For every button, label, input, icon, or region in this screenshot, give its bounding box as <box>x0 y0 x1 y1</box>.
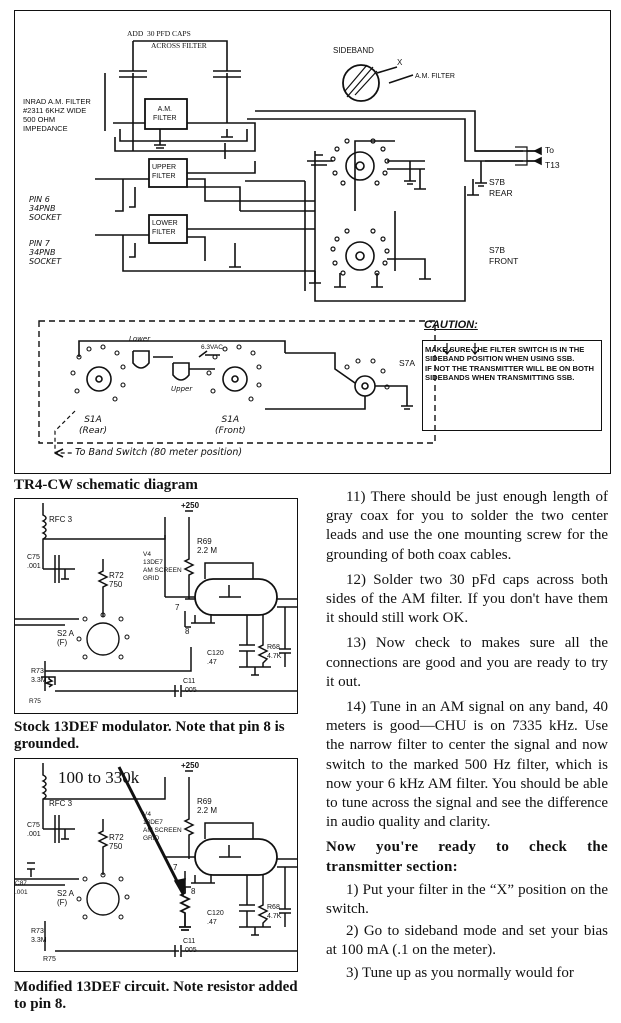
label-am-filter-switch: A.M. FILTER <box>415 73 455 80</box>
fig2-label-pin7: 7 <box>175 603 180 612</box>
caution-text: MAKE SURE THE FILTER SWITCH IS IN THE SI… <box>425 345 595 382</box>
step-3: 3) Tune up as you normally would for <box>346 964 574 981</box>
label-across-filter: ACROSS FILTER <box>151 41 207 50</box>
fig2-label-r69: R69 2.2 M <box>197 537 218 555</box>
fig3-label-c11: C11 .005 <box>183 938 197 954</box>
fig3-label-rfc3: RFC 3 <box>49 799 73 808</box>
step-2: 2) Go to sideband mode and set your bias… <box>326 923 608 959</box>
paragraph-13: 13) Now check to makes sure all the conn… <box>326 635 608 690</box>
resistor-value-annotation: 100 to 330k <box>58 768 140 787</box>
paragraph-11: 11) There should be just enough length o… <box>326 489 608 563</box>
transmitter-heading: Now you're ready to check the transmitte… <box>326 839 608 875</box>
fig3-label-r75: R75 <box>43 956 56 963</box>
label-add-caps: ADD 30 PFD CAPS <box>127 29 191 38</box>
figure3-caption: Modified 13DEF circuit. Note resistor ad… <box>14 979 298 1012</box>
schematic-figure-tr4cw: ADD 30 PFD CAPS ACROSS FILTER SIDEBAND X… <box>14 10 611 474</box>
label-lower-filter: LOWER FILTER <box>152 220 178 236</box>
label-6-3vac: 6.3VAC <box>201 344 223 351</box>
paragraph-14: 14) Tune in an AM signal on any band, 40… <box>326 699 608 831</box>
fig2-label-r72: R72 750 <box>109 571 124 589</box>
label-pin6: PIN 6 34PNB SOCKET <box>29 195 62 222</box>
schematic-figure-stock-13def: +250 RFC 3 C75 .001 R72 750 V4 13DE7 AM … <box>14 498 298 714</box>
fig3-label-r69: R69 2.2 M <box>197 797 218 815</box>
label-lower: Lower <box>129 335 151 343</box>
schematic-drawing <box>38 40 542 458</box>
label-band-switch: To Band Switch (80 meter position) <box>75 447 243 458</box>
label-s1a-front: S1A (Front) <box>215 415 246 436</box>
label-upper-filter: UPPER FILTER <box>152 164 177 180</box>
label-am-filter-box: A.M. FILTER <box>153 106 177 122</box>
fig3-label-r68: R68 4.7K <box>267 904 282 920</box>
fig2-label-rfc3: RFC 3 <box>49 515 73 524</box>
fig3-label-v4: V4 13DE7 AM SCREEN GRID <box>143 811 182 842</box>
fig3-label-pin7: 7 <box>173 863 178 872</box>
figure1-caption: TR4-CW schematic diagram <box>14 477 198 493</box>
label-to: To <box>545 145 554 155</box>
article-column: 11) There should be just enough length o… <box>326 488 608 986</box>
label-s7a: S7A <box>399 358 416 368</box>
fig3-label-c120: C120 .47 <box>207 910 224 926</box>
fig2-label-c11: C11 .005 <box>183 678 197 694</box>
fig2-label-s2a: S2 A (F) <box>57 629 74 647</box>
caution-box <box>422 340 602 431</box>
fig2-label-r73: R73 3.3M <box>31 668 47 684</box>
fig3-label-pin8: 8 <box>191 887 196 896</box>
label-s1a-rear: S1A (Rear) <box>79 415 108 436</box>
fig3-label-s2a: S2 A (F) <box>57 889 74 907</box>
figure2-caption: Stock 13DEF modulator. Note that pin 8 i… <box>14 719 285 752</box>
fig2-label-v4: V4 13DE7 AM SCREEN GRID <box>143 551 182 582</box>
fig3-label-r73: R73 3.3M <box>31 928 47 944</box>
label-sideband: SIDEBAND <box>333 46 374 55</box>
label-pin7: PIN 7 34PNB SOCKET <box>29 239 62 266</box>
fig2-label-r75: R75 <box>29 698 41 705</box>
label-t13: T13 <box>545 160 560 170</box>
fig3-label-r72: R72 750 <box>109 833 124 851</box>
fig2-label-c120: C120 .47 <box>207 650 224 666</box>
fig2-label-pin8: 8 <box>185 627 190 636</box>
label-s7b-rear: S7B REAR <box>489 177 513 198</box>
label-s7b-front: S7B FRONT <box>489 245 519 266</box>
schematic-figure-modified-13def: +250 RFC 3 C75 .001 R72 750 C87 .001 V4 … <box>14 758 298 972</box>
label-inrad: INRAD A.M. FILTER #2311 6KHZ WIDE 500 OH… <box>23 97 91 133</box>
step-1: 1) Put your filter in the “X” position o… <box>326 881 608 918</box>
label-upper: Upper <box>171 385 193 393</box>
fig2-label-c75: C75 .001 <box>27 554 41 570</box>
label-x: X <box>397 58 403 67</box>
fig2-label-b250: +250 <box>181 501 200 510</box>
caution-title: CAUTION: <box>424 319 478 331</box>
modified-modulator-drawing <box>15 763 297 957</box>
fig3-label-b250: +250 <box>181 761 200 770</box>
paragraph-12: 12) Solder two 30 pFd caps across both s… <box>326 571 608 627</box>
fig3-label-c75: C75 .001 <box>27 822 41 838</box>
stock-modulator-drawing <box>15 503 297 697</box>
fig2-label-r68: R68 4.7K <box>267 644 282 660</box>
fig3-label-c87: C87 .001 <box>15 880 28 896</box>
